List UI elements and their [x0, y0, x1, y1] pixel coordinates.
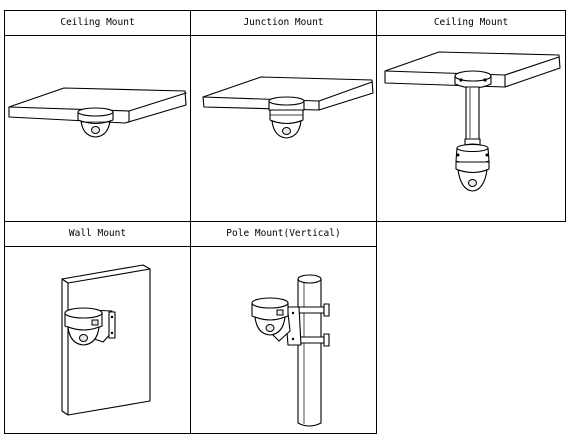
mount-label: Wall Mount: [5, 222, 190, 247]
wall-mount-cell: Wall Mount: [4, 221, 191, 434]
junction-mount-cell: Junction Mount: [190, 10, 377, 222]
mount-label: Ceiling Mount: [5, 11, 190, 36]
junction-mount-illustration: [191, 36, 376, 221]
pendant-mount-illustration: [377, 36, 565, 221]
pendant-ceiling-mount-cell: Ceiling Mount: [376, 10, 566, 222]
pole-mount-cell: Pole Mount(Vertical): [190, 221, 377, 434]
mount-label: Ceiling Mount: [377, 11, 565, 36]
mount-label: Junction Mount: [191, 11, 376, 36]
pole-mount-illustration: [191, 247, 376, 433]
mount-label: Pole Mount(Vertical): [191, 222, 376, 247]
wall-mount-illustration: [5, 247, 190, 433]
ceiling-mount-cell: Ceiling Mount: [4, 10, 191, 222]
ceiling-mount-illustration: [5, 36, 190, 221]
mount-options-grid: Ceiling Mount Junction Mount: [4, 10, 566, 434]
